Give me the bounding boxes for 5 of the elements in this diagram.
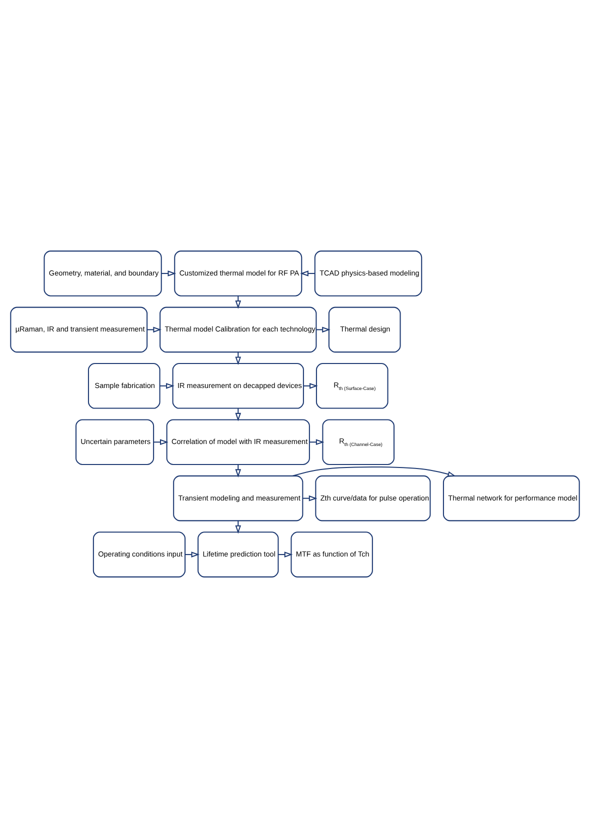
arrow: [304, 382, 318, 389]
arrow: [292, 466, 456, 477]
arrow: [310, 439, 324, 446]
arrow: [185, 552, 200, 558]
arrow: [154, 439, 168, 446]
